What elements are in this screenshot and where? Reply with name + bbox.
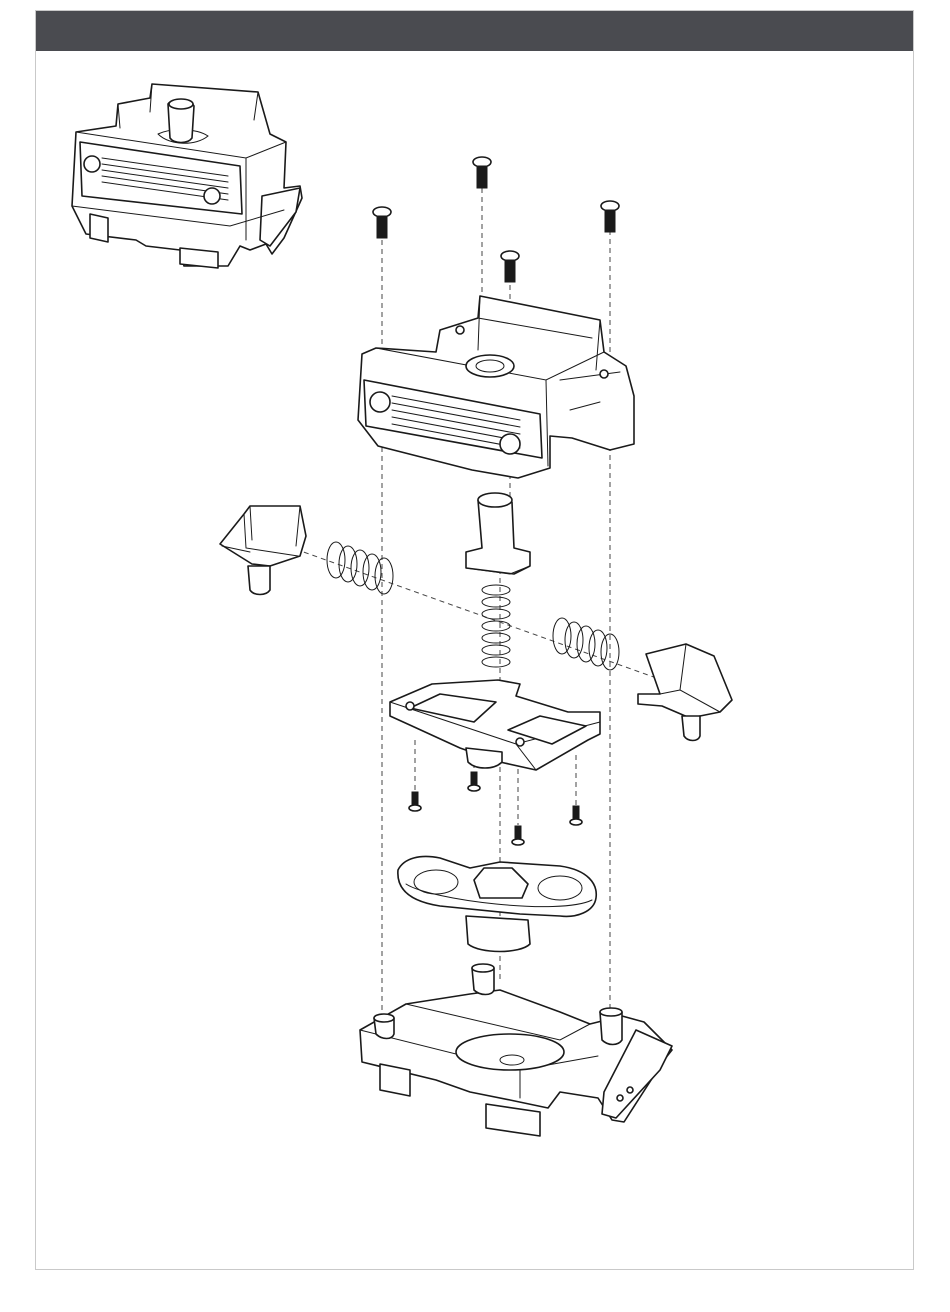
bottom-screws bbox=[409, 772, 582, 845]
screw bbox=[409, 792, 421, 811]
rotary-cam bbox=[398, 857, 596, 952]
center-spring bbox=[482, 585, 510, 667]
base-housing bbox=[360, 964, 672, 1136]
screw bbox=[512, 826, 524, 845]
right-spring bbox=[553, 618, 619, 670]
screw bbox=[468, 772, 480, 791]
left-spring bbox=[327, 542, 393, 594]
assembled-switch bbox=[72, 84, 302, 268]
screw bbox=[473, 157, 491, 188]
top-screws bbox=[373, 157, 619, 282]
left-slider bbox=[220, 506, 306, 595]
screw bbox=[373, 207, 391, 238]
middle-plate bbox=[390, 680, 600, 770]
screw bbox=[501, 251, 519, 282]
top-housing bbox=[358, 296, 634, 478]
screw bbox=[601, 201, 619, 232]
screw bbox=[570, 806, 582, 825]
stem bbox=[466, 493, 530, 574]
right-slider bbox=[638, 644, 732, 741]
